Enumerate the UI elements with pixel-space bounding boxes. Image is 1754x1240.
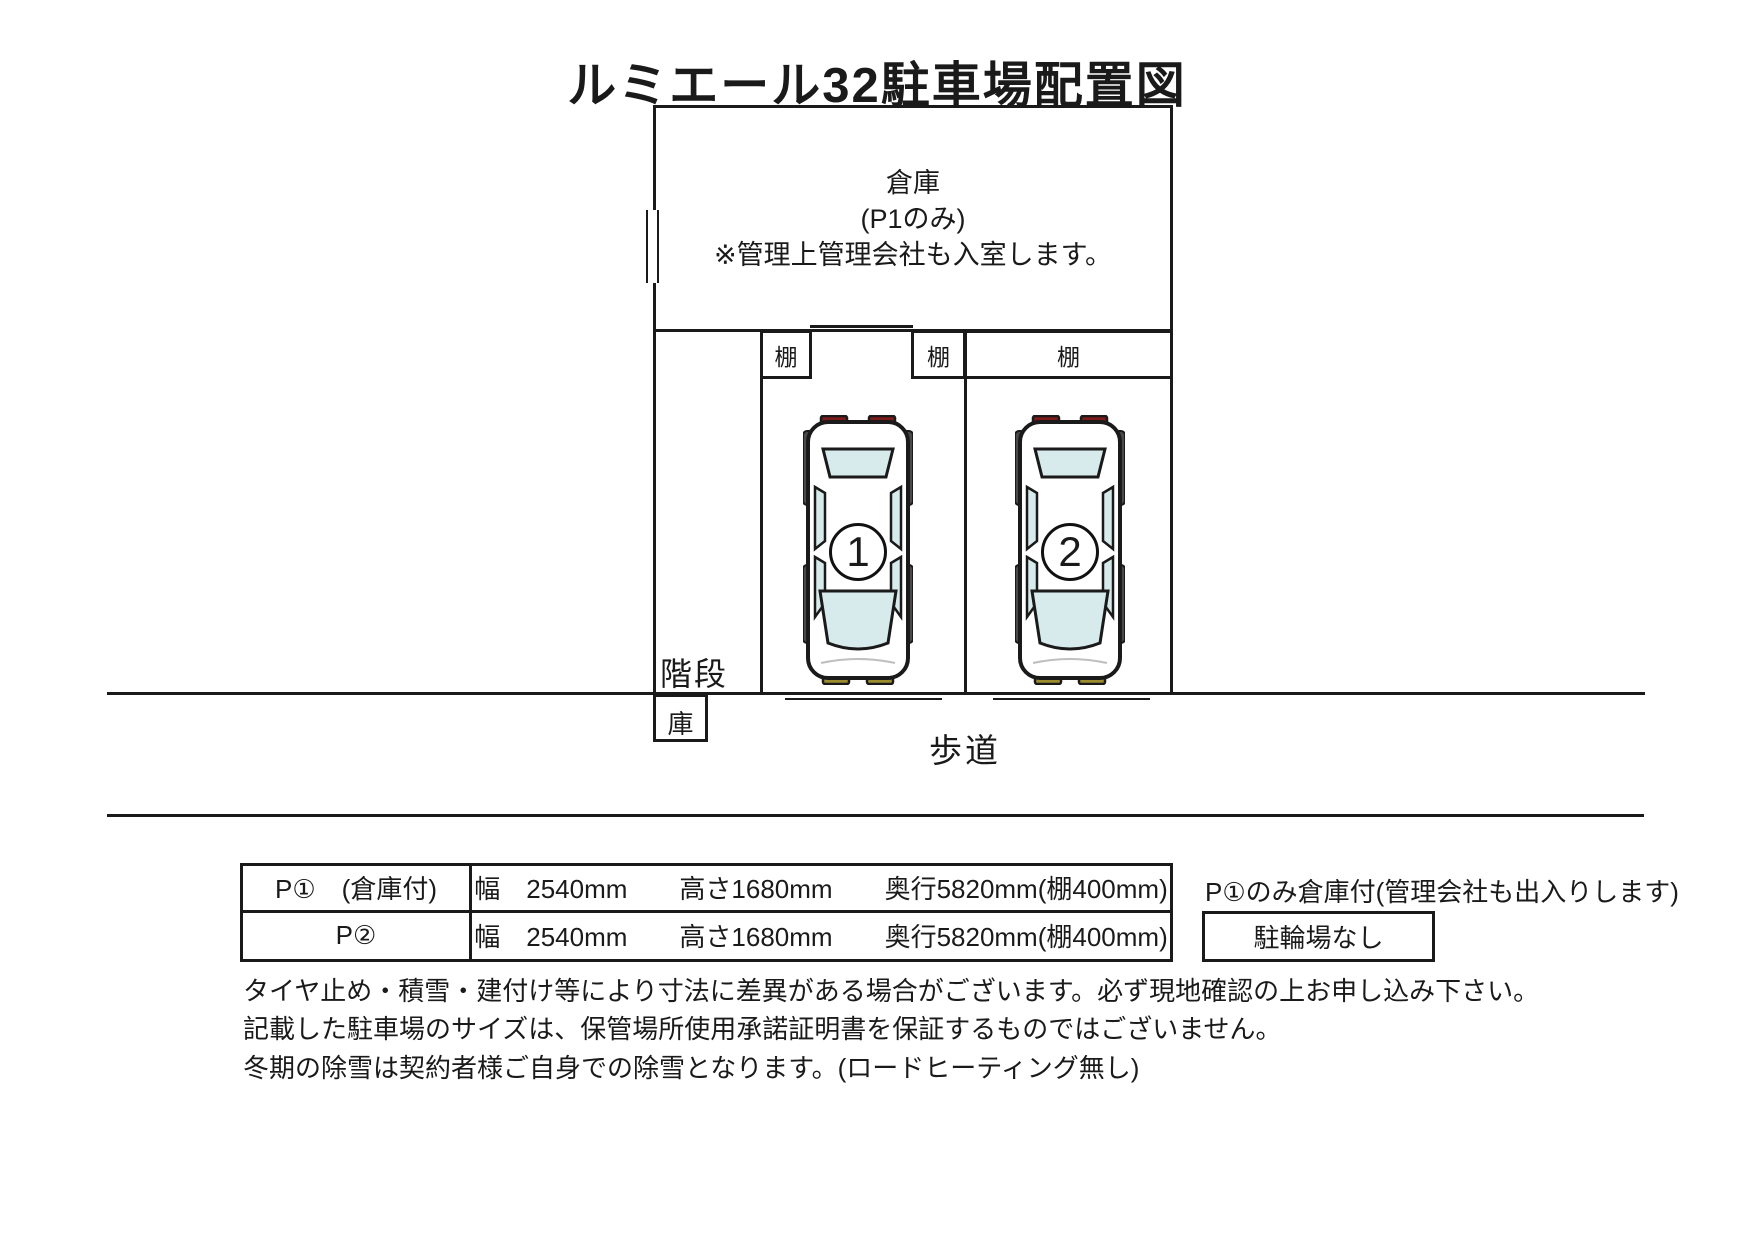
shelf-box-2: 棚 [911,330,966,379]
table-row2-name: P② [243,912,472,959]
shelf-label-3: 棚 [1057,343,1080,370]
shelf-box-3: 棚 [964,330,1173,379]
storage-label-line3: ※管理上管理会社も入室します。 [714,239,1112,270]
lower-rule [107,814,1644,817]
space-2-number: 2 [1041,523,1099,581]
stairs-label: 階段 [660,656,729,692]
storage-label-line1: 倉庫 [886,167,940,198]
no-bicycle-parking-label: 駐輪場なし [1253,923,1384,953]
sidewalk-label: 歩道 [929,732,1001,769]
space-1-number: 1 [829,523,887,581]
stairs-right-wall [760,330,763,695]
storage-room: 倉庫 (P1のみ) ※管理上管理会社も入室します。 [653,105,1173,332]
space-divider-wall [964,330,967,695]
space-1-number-text: 1 [846,528,870,575]
storage-small-label: 庫 [667,709,694,739]
p1-storage-note: P①のみ倉庫付(管理会社も出入りします) [1205,877,1679,907]
storage-label-line2: (P1のみ) [860,203,966,234]
entrance-1-threshold [785,697,942,700]
entrance-2-threshold [993,697,1150,700]
space-2-number-text: 2 [1058,528,1082,575]
note-line-3: 冬期の除雪は契約者様ご自身での除雪となります。(ロードヒーティング無し) [243,1053,1140,1083]
note-line-1: タイヤ止め・積雪・建付け等により寸法に差異がある場合がございます。必ず現地確認の… [243,976,1540,1006]
storage-small-box: 庫 [653,694,708,742]
left-wall [653,330,656,695]
spec-table: P① (倉庫付) 幅 2540mm 高さ1680mm 奥行5820mm(棚400… [240,863,1173,962]
page-title: ルミエール32駐車場配置図 [567,59,1187,113]
sidewalk-line [107,692,1645,695]
storage-door-marker [646,210,659,283]
no-bicycle-parking-box: 駐輪場なし [1202,911,1435,962]
car-1-illustration [803,415,913,685]
shelf-label-2: 棚 [927,343,950,370]
storage-door-opening-line [810,325,913,328]
right-wall [1170,330,1173,695]
shelf-label-1: 棚 [774,343,798,370]
table-row2-specs: 幅 2540mm 高さ1680mm 奥行5820mm(棚400mm) [474,922,1168,953]
table-row1-specs: 幅 2540mm 高さ1680mm 奥行5820mm(棚400mm) [472,866,1170,913]
shelf-box-1: 棚 [760,330,812,379]
note-line-2: 記載した駐車場のサイズは、保管場所使用承諾証明書を保証するものではございません。 [243,1014,1282,1044]
table-row1-name: P① (倉庫付) [243,866,472,913]
